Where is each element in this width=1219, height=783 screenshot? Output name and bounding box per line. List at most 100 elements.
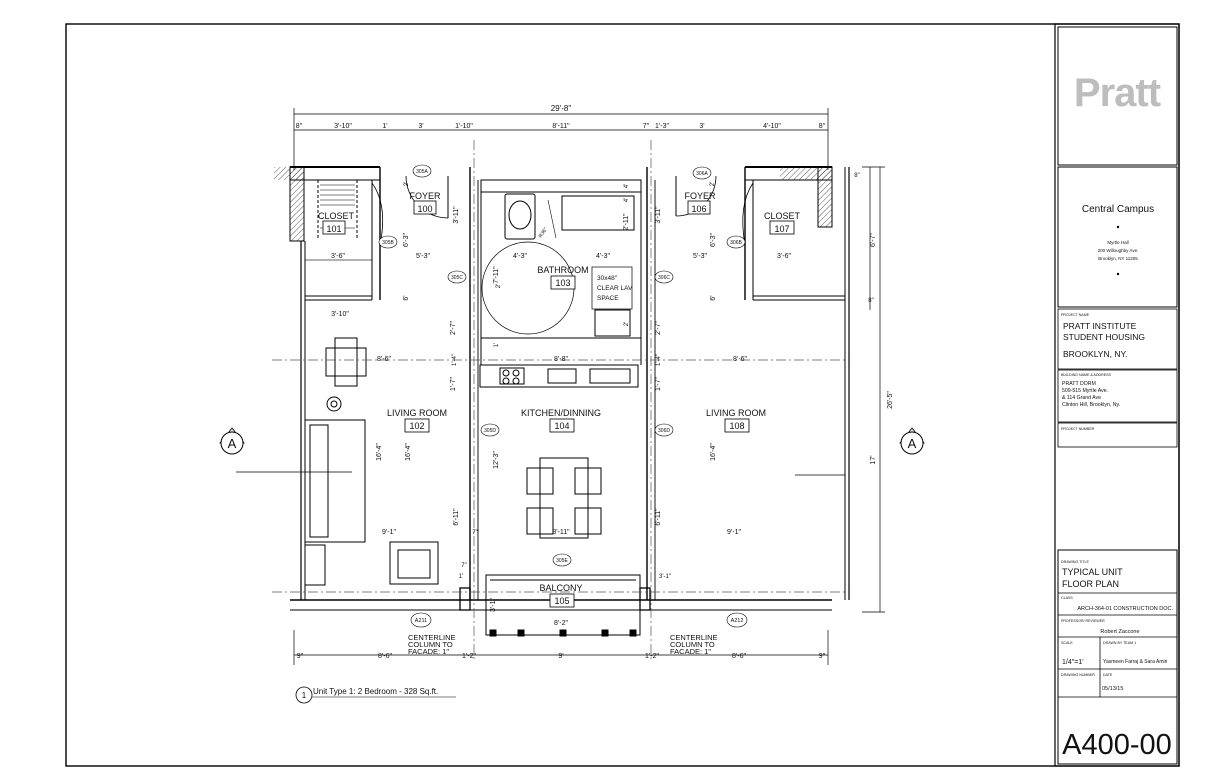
dim-bottom: 8'-6": [378, 653, 392, 660]
bullet-dot: [1116, 272, 1120, 276]
room-number: 108: [729, 421, 744, 431]
room-name: KITCHEN/DINNING: [521, 408, 601, 418]
section-marker-left: [219, 427, 245, 455]
dim-interior: 6'-11": [655, 508, 662, 526]
dim-interior: 7'-11": [493, 266, 500, 284]
dim-interior: 3'-11": [655, 206, 662, 224]
dim-interior: 1'-4": [656, 354, 662, 366]
dim-interior: 8'-6": [733, 356, 747, 363]
campus-name: Central Campus: [1082, 204, 1154, 215]
room-name: CLOSET: [318, 211, 355, 221]
dim-right: 26'-5": [887, 391, 894, 409]
building-info: PRATT DORM: [1062, 381, 1096, 387]
section-marker-right: [899, 427, 925, 455]
project-number-label: PROJECT NUMBER: [1061, 427, 1095, 431]
dim-interior: 8'-6": [377, 356, 391, 363]
class-value: ARCH-364-01 CONSTRUCTION DOC.: [1077, 606, 1173, 612]
reviewer-name: Robert Zaccone: [1100, 629, 1139, 635]
campus-address: Brooklyn, NY 11205: [1098, 256, 1138, 261]
door-tag: 306D: [658, 428, 670, 434]
dim-interior: 16'-4": [405, 443, 412, 461]
clear-lav-note: 30x48": [597, 275, 618, 282]
caption-text: Unit Type 1: 2 Bedroom - 328 Sq.ft.: [313, 687, 438, 696]
room-name: LIVING ROOM: [387, 408, 447, 418]
caption-number-circle: [295, 686, 313, 704]
door-tag: 305A: [416, 169, 428, 175]
room-number: 105: [554, 596, 569, 606]
dim-interior: 8'-2": [554, 620, 568, 627]
scale-label: SCALE: [1061, 641, 1073, 645]
dim-interior: 2': [404, 182, 410, 186]
dim-interior: 3'-11": [453, 206, 460, 224]
reviewer-label: PROFESSOR/ REVIEWER: [1061, 619, 1105, 623]
room-number: 104: [554, 421, 569, 431]
dim-interior: 2'-7": [450, 321, 457, 335]
room-name: CLOSET: [764, 211, 801, 221]
dim-bottom: 8'-6": [732, 653, 746, 660]
drawing-title-label: DRAWING TITLE: [1061, 560, 1090, 564]
dim-bottom: 9': [558, 653, 563, 660]
title-block: [1054, 23, 1180, 767]
door-tag: 305B: [382, 240, 394, 246]
radius-note: R36": [538, 227, 549, 240]
room-name: LIVING ROOM: [706, 408, 766, 418]
dim-bottom: 9": [819, 653, 826, 660]
dim-interior: 7": [461, 563, 466, 569]
dim-right: 17': [870, 455, 877, 464]
drawing-title: FLOOR PLAN: [1062, 579, 1119, 589]
dim-interior: 1'-7": [450, 377, 457, 391]
tag-shapes: [378, 164, 748, 628]
dim-interior: 3'-6": [777, 253, 791, 260]
dim-top: 8'-11": [552, 123, 570, 130]
pratt-logo: Pratt: [1074, 71, 1161, 115]
dim-interior: 16'-4": [710, 443, 717, 461]
date-value: 05/13/15: [1102, 686, 1123, 692]
dim-interior: 5'-3": [416, 253, 430, 260]
building-info: 509-515 Myrtle Ave.: [1062, 388, 1108, 394]
scale-value: 1/4"=1': [1062, 659, 1084, 666]
building-info: Clinton Hill, Brooklyn, Ny.: [1062, 402, 1120, 408]
dim-right: 6'-7": [870, 233, 877, 247]
room-number-boxes: [322, 200, 795, 608]
date-label: DATE: [1103, 673, 1113, 677]
project-name: PRATT INSTITUTE: [1063, 321, 1137, 331]
dim-interior: 4'-3": [513, 253, 527, 260]
clear-lav-note: CLEAR LAV: [597, 285, 633, 292]
drawing-number-label: DRAWING NUMBER: [1061, 673, 1095, 677]
dim-interior: 3'-1": [659, 574, 671, 580]
dim-interior: 16'-4": [376, 443, 383, 461]
dim-interior: 6'-11": [453, 508, 460, 526]
dim-interior: 3'-10": [331, 311, 349, 318]
dim-interior: 4': [624, 198, 630, 202]
dim-interior: 1'-7": [655, 377, 662, 391]
dim-interior: 6'-3": [403, 233, 410, 247]
dim-right: 8": [854, 173, 859, 179]
centerline-note-left: COLUMN TO: [408, 640, 453, 649]
dim-interior: 3'-6": [331, 253, 345, 260]
dim-top: 8": [296, 123, 303, 130]
dim-top: 4'-10": [763, 123, 781, 130]
dim-interior: 7": [472, 530, 477, 536]
centerline-note-right: CENTERLINE: [670, 633, 718, 642]
centerline-note-right: COLUMN TO: [670, 640, 715, 649]
dim-top: 8": [819, 123, 826, 130]
room-number: 101: [326, 224, 341, 234]
room-name: BATHROOM: [537, 265, 588, 275]
room-number: 103: [555, 278, 570, 288]
dim-interior: 2'-11": [623, 213, 630, 231]
dim-interior: 1': [494, 343, 500, 347]
dimension-lines: [293, 108, 885, 665]
class-label: CLASS: [1061, 596, 1073, 600]
room-name: BALCONY: [539, 583, 582, 593]
dim-interior: 2': [624, 322, 630, 326]
dim-top: 3': [699, 123, 704, 130]
dim-top: 7": [643, 123, 650, 130]
drawn-by-label: DRAWN BY TEAM 1: [1103, 641, 1136, 645]
section-marker-label-right: A: [908, 436, 917, 451]
dim-right: 8": [868, 298, 873, 304]
door-tag: 305D: [484, 428, 496, 434]
clear-lav-note: SPACE: [597, 295, 619, 302]
window-tag: A211: [415, 618, 427, 624]
dim-interior: 8'-8": [554, 356, 568, 363]
